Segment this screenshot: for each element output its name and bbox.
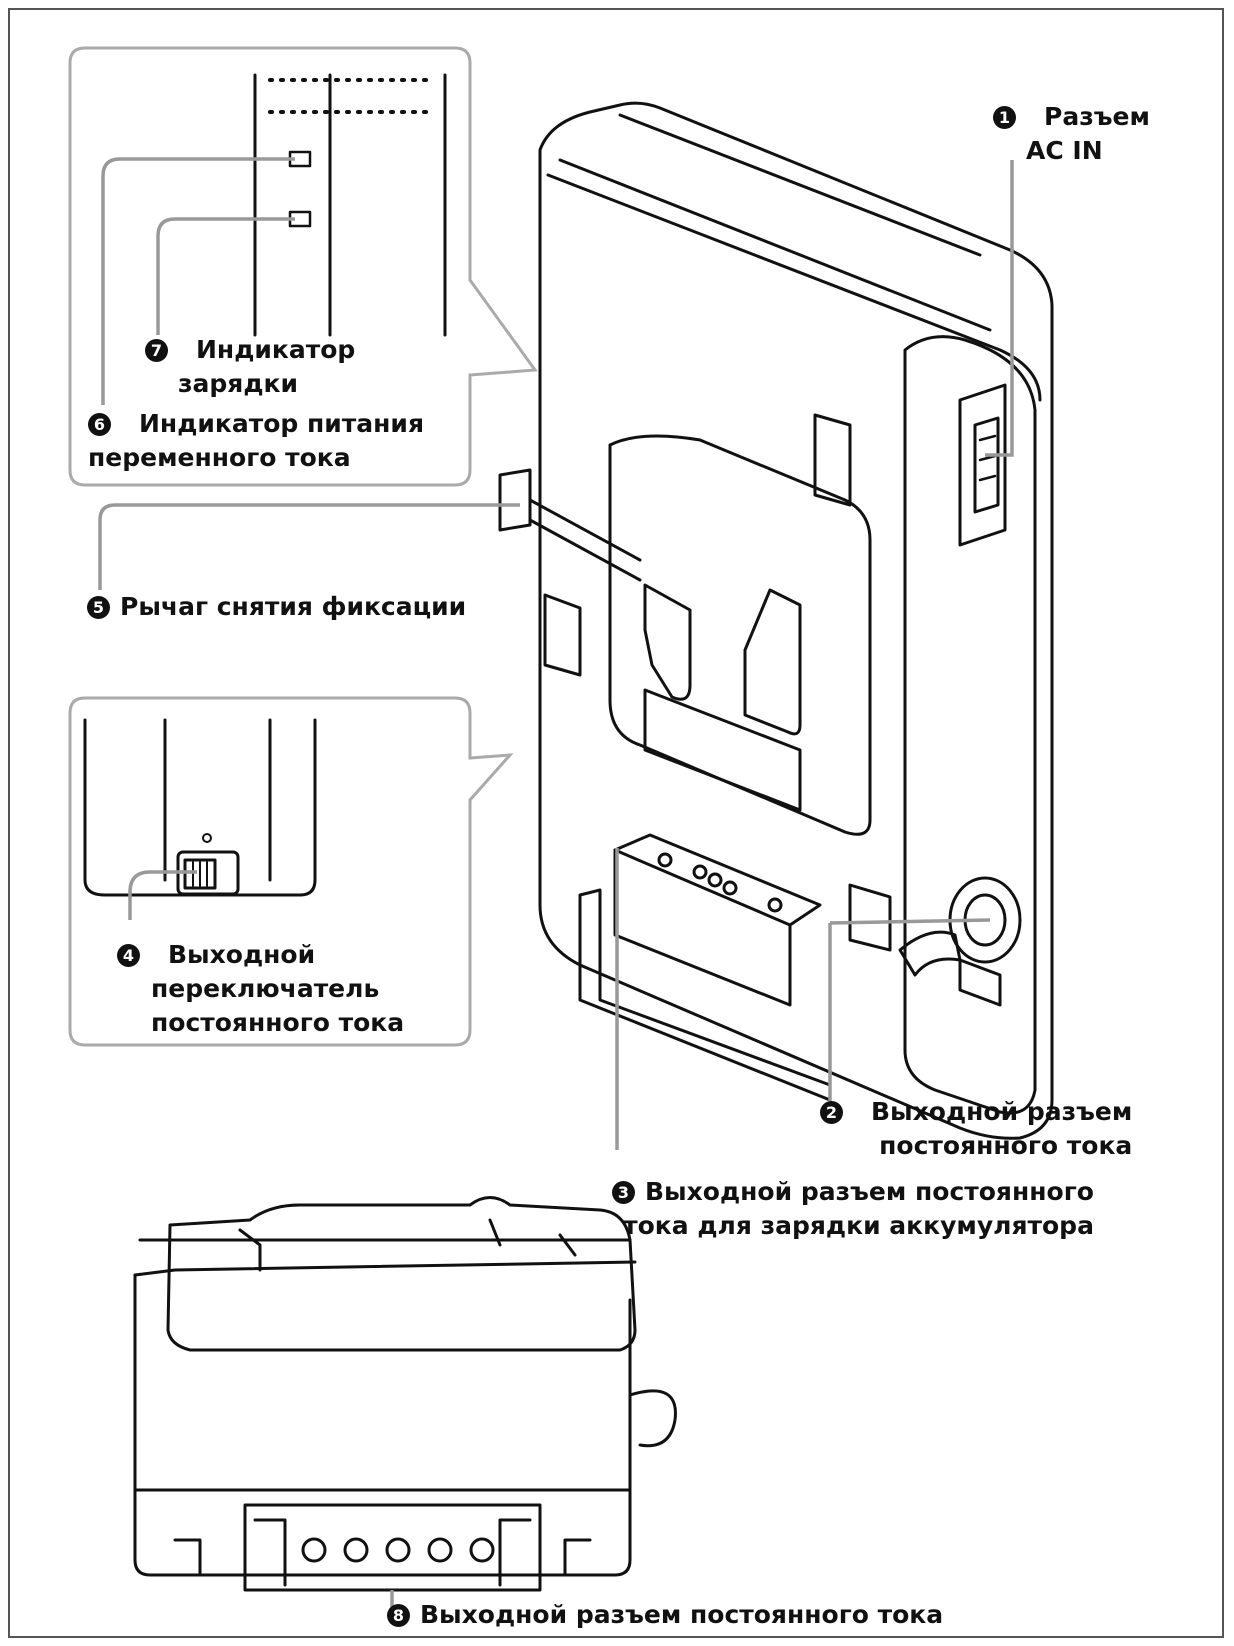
callout-8: 8 Выходной разъем постоянного тока: [387, 1598, 943, 1632]
indicators-inset-box: [68, 46, 538, 487]
callout-7-number: 7: [145, 339, 168, 362]
charger-unit-illustration: [498, 101, 1054, 1140]
ac-in-socket: [958, 383, 1007, 547]
callout-7-line2: зарядки: [178, 369, 299, 398]
callout-8-line1: Выходной разъем постоянного тока: [420, 1600, 944, 1629]
callout-4-line3: постоянного тока: [151, 1008, 405, 1037]
callout-2-number: 2: [820, 1101, 843, 1124]
callout-6-number: 6: [88, 413, 111, 436]
callout-4-line1: Выходной: [168, 940, 316, 969]
dc-switch-inset-illustration: [83, 718, 317, 897]
bottom-view-illustration: [133, 1196, 677, 1592]
callout-2: 2 Выходной разъем постоянного тока: [820, 1095, 1132, 1163]
leader-6: [101, 157, 295, 405]
callout-3-line1: Выходной разъем постоянного: [645, 1177, 1094, 1206]
callout-5-line1: Рычаг снятия фиксации: [120, 592, 467, 621]
callout-1-number: 1: [993, 106, 1016, 129]
callout-1-line2: AC IN: [1026, 136, 1103, 165]
callout-2-line2: постоянного тока: [879, 1131, 1133, 1160]
callout-6-line2: переменного тока: [88, 443, 351, 472]
callout-4-line2: переключатель: [151, 974, 380, 1003]
leader-1: [985, 160, 1014, 457]
callout-7: 7 Индикатор зарядки: [145, 333, 355, 401]
callout-6-line1: Индикатор питания: [139, 409, 424, 438]
leader-4: [128, 870, 197, 920]
leader-2: [828, 918, 991, 1105]
callout-4-number: 4: [117, 944, 140, 967]
indicators-inset-illustration: [253, 73, 447, 337]
callout-5: 5 Рычаг снятия фиксации: [87, 590, 466, 624]
release-lever: [498, 468, 532, 532]
callout-3-number: 3: [612, 1181, 635, 1204]
dc-switch-inset-box: [68, 696, 514, 1047]
leader-7: [156, 217, 295, 335]
callout-2-line1: Выходной разъем: [871, 1097, 1133, 1126]
dc-out-battery-strip: [613, 833, 822, 927]
callout-6: 6 Индикатор питания переменного тока: [88, 407, 424, 475]
dc-out-panel: [243, 1503, 542, 1592]
callout-5-number: 5: [87, 596, 110, 619]
leader-5: [98, 503, 520, 590]
callout-1: 1 Разъем AC IN: [993, 100, 1150, 168]
callout-3: 3 Выходной разъем постоянного тока для за…: [612, 1175, 1094, 1243]
callout-8-number: 8: [387, 1604, 410, 1627]
diagram-frame: [8, 8, 1224, 1638]
callout-1-line1: Разъем: [1044, 102, 1150, 131]
callout-3-line2: тока для зарядки аккумулятора: [623, 1211, 1094, 1240]
callout-7-line1: Индикатор: [196, 335, 356, 364]
callout-4: 4 Выходной переключатель постоянного тока: [117, 938, 404, 1040]
